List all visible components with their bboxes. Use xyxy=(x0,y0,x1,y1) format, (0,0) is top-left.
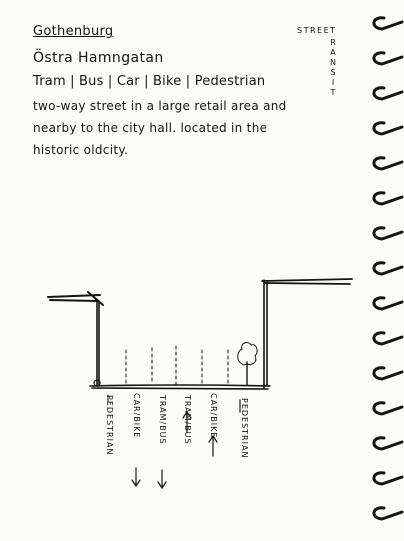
left-building-roof xyxy=(47,291,104,306)
arrow-up-icon xyxy=(208,434,218,457)
spiral-ring xyxy=(372,191,404,206)
transit-tag: R A N S I T xyxy=(328,38,338,98)
left-building-wall xyxy=(96,299,100,387)
lane-label-tram-bus-left: TRAM/BUS xyxy=(158,395,167,445)
description-line-1: two-way street in a large retail area an… xyxy=(33,99,287,113)
ground-line xyxy=(89,384,271,390)
transit-tag-letter: N xyxy=(330,58,336,67)
transit-tag-letter: I xyxy=(331,78,335,87)
spiral-ring xyxy=(372,401,404,416)
street-name: Östra Hamngatan xyxy=(33,50,164,66)
tree-icon xyxy=(237,341,258,386)
transit-tag-letter: S xyxy=(330,68,336,77)
spiral-ring xyxy=(372,366,404,381)
lane-label-tram-bus-right: TRAM/BUS xyxy=(183,395,192,445)
spiral-ring xyxy=(372,86,404,101)
arrow-up-icon xyxy=(182,410,192,433)
spiral-binding xyxy=(372,16,404,521)
lane-label-pedestrian-right: PEDESTRIAN xyxy=(240,398,249,459)
city-title: Gothenburg xyxy=(33,24,114,39)
spiral-ring xyxy=(372,156,404,171)
spiral-ring xyxy=(372,296,404,311)
arrow-down-icon xyxy=(131,467,141,488)
transit-tag-letter: T xyxy=(330,88,336,97)
lane-label-car-bike-left: CAR/BIKE xyxy=(132,393,141,439)
spiral-ring xyxy=(372,471,404,486)
spiral-ring xyxy=(372,436,404,451)
lane-label-car-bike-right: CAR/BIKE xyxy=(209,393,218,439)
lane-label-pedestrian-left: PEDESTRIAN xyxy=(105,395,114,456)
transport-modes: Tram | Bus | Car | Bike | Pedestrian xyxy=(33,74,266,89)
transit-tag-letter: A xyxy=(330,48,336,57)
description-line-2: nearby to the city hall. located in the xyxy=(33,121,268,135)
spiral-ring xyxy=(372,51,404,66)
description-line-3: historic oldcity. xyxy=(33,143,129,157)
street-tag: STREET xyxy=(297,26,337,35)
spiral-ring xyxy=(372,261,404,276)
spiral-ring xyxy=(372,506,404,521)
right-building-wall xyxy=(263,279,268,389)
spiral-ring xyxy=(372,226,404,241)
spiral-ring xyxy=(372,16,404,31)
lamp-base xyxy=(93,379,101,387)
transit-tag-letter: R xyxy=(330,38,336,47)
spiral-ring xyxy=(372,121,404,136)
spiral-ring xyxy=(372,331,404,346)
right-building-roof xyxy=(261,278,353,285)
arrow-down-icon xyxy=(157,469,167,490)
